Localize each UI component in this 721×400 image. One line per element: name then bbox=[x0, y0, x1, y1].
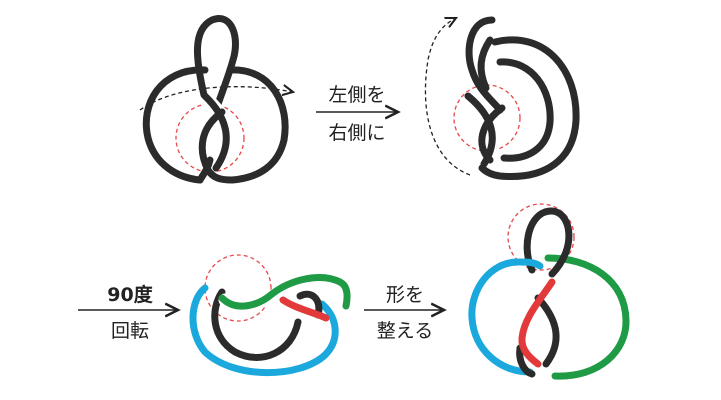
guide-circle-3 bbox=[204, 254, 272, 322]
step1-label-line1: 左側を bbox=[328, 84, 386, 106]
step1-label-line2: 右側に bbox=[328, 122, 386, 144]
knot-panel-4 bbox=[468, 203, 630, 380]
dashed-rotate-arrow-2 bbox=[424, 18, 471, 176]
knot-panel-3 bbox=[189, 254, 351, 377]
step2-label-line1: 90度 bbox=[107, 284, 153, 306]
step3-label-line1: 形を bbox=[385, 284, 424, 306]
guide-circle-4 bbox=[507, 203, 575, 271]
step2-label-line2: 回転 bbox=[110, 320, 149, 342]
knot-panel-1 bbox=[139, 15, 293, 184]
knot-panel-2 bbox=[424, 16, 580, 180]
step3-label-line2: 整える bbox=[376, 320, 434, 342]
guide-circle-1 bbox=[175, 103, 245, 173]
